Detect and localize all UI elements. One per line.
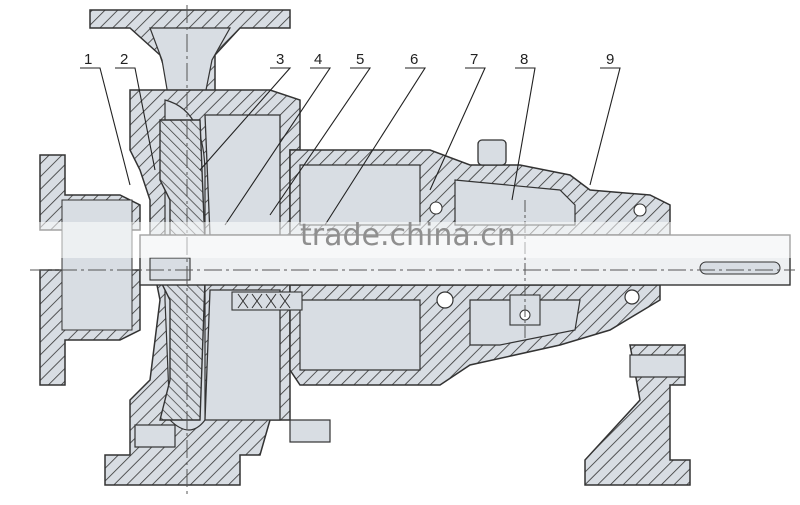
leader-1 bbox=[80, 67, 131, 186]
oil-plug bbox=[477, 139, 507, 166]
callout-1: 1 bbox=[84, 51, 92, 68]
callout-8: 8 bbox=[520, 51, 528, 68]
leader-4 bbox=[224, 67, 332, 226]
callout-5: 5 bbox=[356, 51, 364, 68]
watermark-band bbox=[0, 222, 800, 258]
discharge-throat bbox=[149, 27, 232, 96]
oil-chamber-lower bbox=[299, 299, 421, 371]
oil-chamber bbox=[299, 164, 421, 226]
packing-marks bbox=[237, 293, 291, 309]
impeller-nut bbox=[149, 257, 191, 281]
leader-7 bbox=[429, 67, 486, 191]
callout-4: 4 bbox=[314, 51, 322, 68]
callout-7: 7 bbox=[470, 51, 478, 68]
bearing-rear-upper bbox=[633, 203, 647, 217]
casing-bolt bbox=[134, 424, 176, 448]
leader-5 bbox=[269, 67, 372, 216]
packing-seal bbox=[231, 291, 303, 311]
leader-9 bbox=[589, 67, 621, 186]
bearing-rear bbox=[624, 289, 640, 305]
bearing-front bbox=[436, 291, 454, 309]
callout-6: 6 bbox=[410, 51, 418, 68]
pump-cover bbox=[204, 114, 281, 236]
shaft-keyway bbox=[699, 261, 781, 275]
suction-bore bbox=[61, 199, 133, 331]
leader-8 bbox=[511, 67, 536, 201]
leader-2 bbox=[115, 67, 156, 171]
cover-bolt bbox=[289, 419, 331, 443]
pump-cover-lower bbox=[204, 289, 281, 421]
leader-6 bbox=[324, 67, 427, 226]
leader-3 bbox=[199, 67, 292, 171]
callout-9: 9 bbox=[606, 51, 614, 68]
watermark-text: trade.china.cn bbox=[300, 218, 516, 253]
callout-2: 2 bbox=[120, 51, 128, 68]
bearing-front-upper bbox=[429, 201, 443, 215]
foot-bolt bbox=[629, 354, 686, 378]
bearing-frame-inner bbox=[454, 179, 576, 226]
callout-3: 3 bbox=[276, 51, 284, 68]
